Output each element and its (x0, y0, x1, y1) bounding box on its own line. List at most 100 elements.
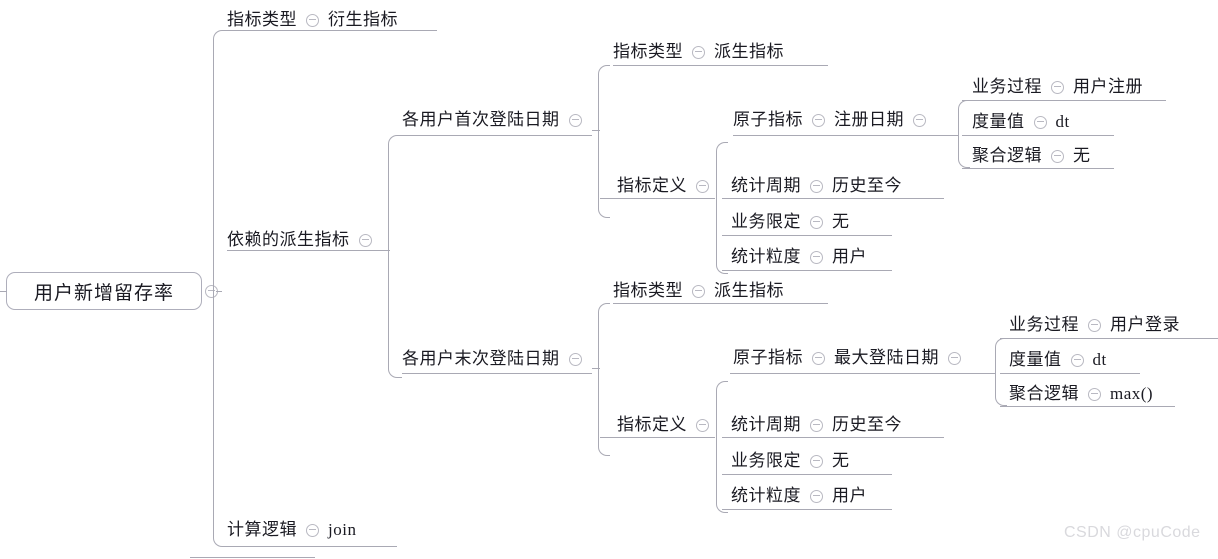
collapse-minus-circle-icon[interactable] (810, 489, 823, 503)
root-node-label: 用户新增留存率 (33, 282, 174, 304)
node-b1-metric-type[interactable]: 指标类型 派生指标 (613, 42, 784, 62)
collapse-minus-circle-icon[interactable] (1033, 115, 1047, 129)
b2-atomic-children-spine (995, 338, 1007, 406)
node-metric-type-l1[interactable]: 指标类型 衍生指标 (227, 10, 398, 30)
node-dependent-derived-underline (227, 250, 387, 251)
node-b1-stat-granularity[interactable]: 统计粒度 用户 (731, 247, 867, 267)
node-b2-stat-period-underline (722, 437, 944, 438)
node-b2-agg-logic-value: max() (1110, 384, 1154, 403)
node-b1-business-process-label: 业务过程 (972, 77, 1042, 96)
node-b2-stat-granularity[interactable]: 统计粒度 用户 (731, 486, 867, 506)
node-b1-atomic-metric-value: 注册日期 (834, 110, 904, 129)
node-b1-stat-period-underline (722, 198, 944, 199)
node-last-login-date[interactable]: 各用户末次登陆日期 (402, 349, 591, 369)
collapse-minus-circle-icon[interactable] (692, 284, 705, 298)
node-b1-business-limit-underline (722, 235, 892, 236)
node-b1-metric-definition[interactable]: 指标定义 (617, 176, 718, 196)
collapse-minus-circle-icon[interactable] (692, 45, 705, 59)
node-b2-business-limit[interactable]: 业务限定 无 (731, 451, 850, 471)
b1-definition-children-spine (716, 142, 728, 274)
node-b2-business-limit-underline (722, 474, 892, 475)
node-b1-atomic-metric-label: 原子指标 (733, 110, 803, 129)
collapse-minus-circle-icon[interactable] (568, 352, 582, 366)
collapse-minus-circle-icon[interactable] (696, 418, 709, 432)
last-login-children-spine (598, 303, 610, 456)
collapse-minus-circle-icon[interactable] (696, 179, 709, 193)
collapse-minus-circle-icon[interactable] (812, 351, 825, 365)
b2-definition-children-spine (716, 381, 728, 513)
root-to-level1-connector (216, 291, 222, 292)
node-first-login-date[interactable]: 各用户首次登陆日期 (402, 110, 591, 130)
collapse-minus-circle-icon[interactable] (812, 113, 825, 127)
dependent-children-spine (388, 135, 402, 378)
node-b2-measure-value-label: 度量值 (1009, 350, 1062, 369)
collapse-minus-circle-icon[interactable] (306, 13, 319, 27)
collapse-minus-circle-icon[interactable] (810, 454, 823, 468)
root-node[interactable]: 用户新增留存率 (6, 272, 202, 310)
node-metric-type-l1-value: 衍生指标 (328, 10, 398, 29)
node-b1-measure-value-label: 度量值 (972, 112, 1025, 131)
node-b2-measure-value[interactable]: 度量值 dt (1009, 350, 1107, 370)
node-b2-stat-granularity-value: 用户 (832, 486, 867, 505)
node-b2-business-process[interactable]: 业务过程 用户登录 (1009, 315, 1180, 335)
collapse-minus-circle-icon[interactable] (358, 233, 372, 247)
node-b2-metric-type[interactable]: 指标类型 派生指标 (613, 281, 784, 301)
node-calc-logic-value: join (328, 520, 357, 539)
node-b2-agg-logic[interactable]: 聚合逻辑 max() (1009, 384, 1153, 404)
node-dependent-derived[interactable]: 依赖的派生指标 (227, 230, 381, 250)
node-b1-stat-period[interactable]: 统计周期 历史至今 (731, 176, 902, 196)
node-b2-atomic-metric[interactable]: 原子指标 最大登陆日期 (733, 348, 970, 368)
node-b2-business-limit-label: 业务限定 (731, 451, 801, 470)
node-b1-business-process-underline (962, 100, 1166, 101)
collapse-minus-circle-icon[interactable] (306, 523, 319, 537)
node-b2-stat-granularity-label: 统计粒度 (731, 486, 801, 505)
node-b1-business-process[interactable]: 业务过程 用户注册 (972, 77, 1143, 97)
node-b2-measure-value-value: dt (1092, 350, 1107, 369)
node-calc-logic-label: 计算逻辑 (227, 520, 297, 539)
collapse-minus-circle-icon[interactable] (810, 179, 823, 193)
node-b2-metric-definition[interactable]: 指标定义 (617, 415, 718, 435)
node-b1-stat-period-value: 历史至今 (832, 176, 902, 195)
last-login-to-children-connector (592, 368, 600, 369)
node-last-login-date-underline (402, 373, 592, 374)
node-b1-measure-value[interactable]: 度量值 dt (972, 112, 1070, 132)
collapse-minus-circle-icon[interactable] (1051, 149, 1064, 163)
node-b1-stat-period-label: 统计周期 (731, 176, 801, 195)
node-b2-business-process-underline (1000, 338, 1218, 339)
collapse-minus-circle-icon[interactable] (1088, 318, 1101, 332)
node-b1-stat-granularity-value: 用户 (832, 247, 867, 266)
collapse-minus-circle-icon[interactable] (1088, 387, 1101, 401)
node-b1-agg-logic-label: 聚合逻辑 (972, 146, 1042, 165)
node-b2-metric-definition-label: 指标定义 (617, 415, 687, 434)
node-b1-measure-value-value: dt (1055, 112, 1070, 131)
collapse-minus-circle-icon[interactable] (913, 113, 926, 127)
node-b2-business-process-label: 业务过程 (1009, 315, 1079, 334)
node-b1-stat-granularity-underline (722, 270, 892, 271)
node-b2-measure-value-underline (1000, 373, 1140, 374)
node-b1-metric-type-value: 派生指标 (714, 42, 784, 61)
node-b2-stat-period-value: 历史至今 (832, 415, 902, 434)
node-b2-business-process-value: 用户登录 (1110, 315, 1180, 334)
collapse-minus-circle-icon[interactable] (1070, 353, 1084, 367)
node-b1-metric-definition-underline (600, 198, 715, 199)
collapse-minus-circle-icon[interactable] (948, 351, 961, 365)
node-calc-logic[interactable]: 计算逻辑 join (227, 520, 356, 540)
node-b1-business-limit[interactable]: 业务限定 无 (731, 212, 850, 232)
node-metric-type-l1-underline (227, 30, 437, 31)
node-b2-stat-period[interactable]: 统计周期 历史至今 (731, 415, 902, 435)
node-b2-business-limit-value: 无 (832, 451, 850, 470)
node-b2-atomic-metric-value: 最大登陆日期 (834, 348, 939, 367)
node-b1-agg-logic-value: 无 (1073, 146, 1091, 165)
first-login-to-children-connector (592, 130, 600, 131)
node-b1-atomic-metric[interactable]: 原子指标 注册日期 (733, 110, 935, 130)
node-b2-metric-type-label: 指标类型 (613, 281, 683, 300)
watermark: CSDN @cpuCode (1064, 524, 1201, 541)
node-b1-metric-definition-label: 指标定义 (617, 176, 687, 195)
collapse-minus-circle-icon[interactable] (568, 113, 582, 127)
collapse-minus-circle-icon[interactable] (810, 215, 823, 229)
collapse-minus-circle-icon[interactable] (810, 250, 823, 264)
node-b2-stat-granularity-underline (722, 509, 892, 510)
collapse-minus-circle-icon[interactable] (810, 418, 823, 432)
node-b1-agg-logic[interactable]: 聚合逻辑 无 (972, 146, 1091, 166)
collapse-minus-circle-icon[interactable] (1051, 80, 1064, 94)
